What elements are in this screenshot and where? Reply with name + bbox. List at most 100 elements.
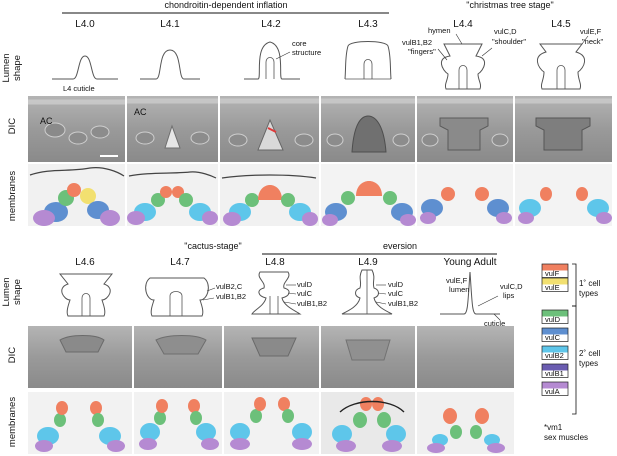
legend-box-vuld xyxy=(541,309,569,324)
dic-panel-l4-1: AC xyxy=(127,96,218,162)
annotation-l49-vulb1b2: vulB1,B2 xyxy=(388,299,418,308)
annotation-l48-vuld: vulD xyxy=(297,280,313,289)
row-label-dic-bottom: DIC xyxy=(7,347,18,364)
legend-box-vula xyxy=(541,381,569,396)
stage-label: L4.1 xyxy=(160,19,180,30)
lumen-shape-l4-4: hymen vulB1,B2 "fingers" vulC,D "shoulde… xyxy=(402,26,526,90)
annotation-neck-quote: "neck" xyxy=(582,37,604,46)
annotation-structure: structure xyxy=(292,48,321,57)
stage-label: L4.7 xyxy=(170,257,190,268)
legend-primary-line2: types xyxy=(579,289,598,298)
dic-panel-l4-5 xyxy=(515,96,612,162)
dic-panel-l4-0: AC xyxy=(28,96,125,162)
row-label-membranes-bottom: membranes xyxy=(7,397,18,447)
legend-swatch-vule xyxy=(542,278,568,285)
legend-swatch-vula xyxy=(542,382,568,389)
legend-box-vulb1 xyxy=(541,363,569,378)
legend-label-vulb1: vulB1 xyxy=(545,369,564,378)
legend-label-vulb2: vulB2 xyxy=(545,351,564,360)
row-label-lumen-top: Lumen xyxy=(1,53,12,82)
stage-label: L4.4 xyxy=(453,19,473,30)
lumen-shape-l4-1 xyxy=(140,49,200,80)
legend-secondary-line2: types xyxy=(579,359,598,368)
annotation-fingers: vulB1,B2 xyxy=(402,38,432,47)
legend-primary-line1: 1˚ cell xyxy=(579,279,601,288)
legend-label-vulc: vulC xyxy=(545,333,561,342)
legend-swatch-vulb1 xyxy=(542,364,568,371)
red-arrow xyxy=(267,127,277,133)
christmas-tree-header: "christmas tree stage" xyxy=(466,0,553,10)
row-label-dic-top: DIC xyxy=(7,118,18,135)
legend-box-vulc xyxy=(541,327,569,342)
dic-row-bottom xyxy=(28,326,514,388)
annotation-ya-vulef: vulE,F xyxy=(446,276,468,285)
legend-swatch-vuld xyxy=(542,310,568,317)
legend-label-vula: vulA xyxy=(545,387,560,396)
annotation-core: core xyxy=(292,39,307,48)
dic-row-top: AC AC xyxy=(28,96,612,162)
legend-swatch-vulf xyxy=(542,264,568,271)
lumen-shape-l4-2: core structure xyxy=(244,39,321,80)
stage-label: L4.2 xyxy=(261,19,281,30)
stage-label: L4.3 xyxy=(358,19,378,30)
legend-sex-muscles: sex muscles xyxy=(544,433,588,442)
annotation-shoulder-quote: "shoulder" xyxy=(492,37,526,46)
annotation-l49-vuld: vulD xyxy=(388,280,404,289)
annotation-l4-cuticle: L4 cuticle xyxy=(63,84,95,93)
lumen-shape-l4-6 xyxy=(58,273,114,317)
stage-label: L4.6 xyxy=(75,257,95,268)
primary-bracket xyxy=(572,263,577,307)
stage-label: L4.9 xyxy=(358,257,378,268)
dic-panel-l4-3 xyxy=(321,96,415,162)
annotation-l49-vulc: vulC xyxy=(388,289,404,298)
annotation-cuticle: cuticle xyxy=(484,319,505,328)
annotation-l48-vulc: vulC xyxy=(297,289,313,298)
membranes-row-top xyxy=(28,164,612,226)
annotation-ac: AC xyxy=(40,116,53,126)
annotation-hymen: hymen xyxy=(428,26,451,35)
annotation-vulb2c: vulB2,C xyxy=(216,282,243,291)
eversion-header: eversion xyxy=(383,241,417,251)
stage-label: L4.0 xyxy=(75,19,95,30)
legend-label-vuld: vulD xyxy=(545,315,561,324)
annotation-ya-lips: lips xyxy=(503,291,515,300)
cactus-header: "cactus-stage" xyxy=(184,241,241,251)
lumen-shape-l4-8: vulD vulC vulB1,B2 xyxy=(251,271,327,315)
legend-label-vulf: vulF xyxy=(545,269,560,278)
lumen-shape-l4-7: vulB2,C vulB1,B2 xyxy=(145,277,246,317)
legend-vm1: *vm1 xyxy=(544,423,563,432)
legend-box-vulf xyxy=(541,263,569,278)
legend-box-vule xyxy=(541,277,569,292)
legend-box-vulb2 xyxy=(541,345,569,360)
legend-secondary-line1: 2˚ cell xyxy=(579,349,601,358)
annotation-ac-2: AC xyxy=(134,107,147,117)
dic-panel-l4-4 xyxy=(417,96,513,162)
lumen-shape-l4-9: vulD vulC vulB1,B2 xyxy=(341,269,418,315)
row-label-shape-bottom: shape xyxy=(12,279,23,305)
stage-label: L4.5 xyxy=(551,19,571,30)
stage-label: Young Adult xyxy=(443,257,496,268)
stage-label: L4.8 xyxy=(265,257,285,268)
annotation-l48-vulb1b2: vulB1,B2 xyxy=(297,299,327,308)
annotation-vulb1b2: vulB1,B2 xyxy=(216,292,246,301)
annotation-shoulder: vulC,D xyxy=(494,27,517,36)
lumen-shape-l4-3 xyxy=(344,41,392,80)
row-label-lumen-bottom: Lumen xyxy=(1,277,12,306)
secondary-bracket xyxy=(572,305,577,415)
membranes-row-bottom xyxy=(28,392,514,454)
cell-type-legend: vulF vulE vulD vulC vulB2 vulB1 vulA 1˚ cell t… xyxy=(541,263,601,442)
dic-panel-l4-2 xyxy=(220,96,319,162)
annotation-fingers-quote: "fingers" xyxy=(408,47,436,56)
lumen-shape-l4-0: L4 cuticle xyxy=(52,55,118,93)
legend-label-vule: vulE xyxy=(545,283,560,292)
legend-swatch-vulc xyxy=(542,328,568,335)
legend-swatch-vulb2 xyxy=(542,346,568,353)
annotation-ya-lumen: lumen xyxy=(449,285,469,294)
annotation-ya-vulcd: vulC,D xyxy=(500,282,523,291)
inflation-header: chondroitin-dependent inflation xyxy=(164,0,287,10)
row-label-shape-top: shape xyxy=(12,55,23,81)
annotation-neck: vulE,F xyxy=(580,27,602,36)
lumen-shape-l4-5: vulE,F "neck" xyxy=(537,27,604,90)
row-label-membranes-top: membranes xyxy=(7,171,18,221)
